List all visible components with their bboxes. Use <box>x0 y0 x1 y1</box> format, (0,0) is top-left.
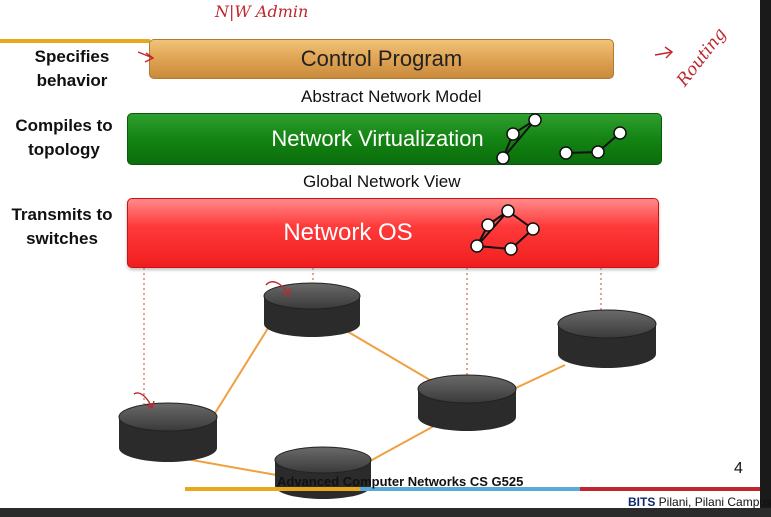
annotation-arrow-icon <box>654 46 674 59</box>
topology-graph-icon <box>496 113 542 165</box>
global-network-view-caption: Global Network View <box>303 172 461 191</box>
handwritten-note-admin: N|W Admin <box>215 2 309 21</box>
control-channel-lines <box>143 268 602 404</box>
screen-edge <box>760 0 771 517</box>
topology-graph-icon <box>559 126 627 160</box>
brand-bold: BITS <box>628 495 656 509</box>
taskbar-strip <box>0 508 771 517</box>
annotation-arrow-icon <box>133 392 155 410</box>
network-link <box>211 324 271 419</box>
course-title: Advanced Computer Networks CS G525 <box>277 474 524 489</box>
annotation-arrow-icon <box>137 51 155 63</box>
switch-icon <box>263 282 361 337</box>
switch-icon <box>274 446 372 499</box>
network-os-layer: Network OS <box>127 198 659 268</box>
control-program-label: Control Program <box>300 46 463 71</box>
network-virtualization-layer: Network Virtualization <box>127 113 662 165</box>
brand-rest: Pilani, Pilani Campus <box>655 495 771 509</box>
switch-icon <box>557 309 657 368</box>
switch-icon <box>118 402 218 462</box>
annotation-arrow-icon <box>265 281 291 296</box>
label-transmits-to-switches: Transmits to switches <box>11 205 113 248</box>
abstract-network-model-caption: Abstract Network Model <box>301 87 482 106</box>
label-compiles-to-topology: Compiles to topology <box>15 116 113 159</box>
switch-icon <box>417 374 517 431</box>
network-virtualization-label: Network Virtualization <box>271 126 484 151</box>
control-program-layer: Control Program <box>149 39 614 79</box>
label-specifies-behavior: Specifies behavior <box>34 47 110 90</box>
topology-graph-icon <box>470 204 540 256</box>
network-link <box>174 456 283 477</box>
institution-brand: BITS Pilani, Pilani Campus <box>628 495 771 509</box>
header-accent-line <box>0 39 150 43</box>
network-os-label: Network OS <box>283 219 413 246</box>
page-number: 4 <box>734 460 743 477</box>
network-link <box>344 329 436 384</box>
